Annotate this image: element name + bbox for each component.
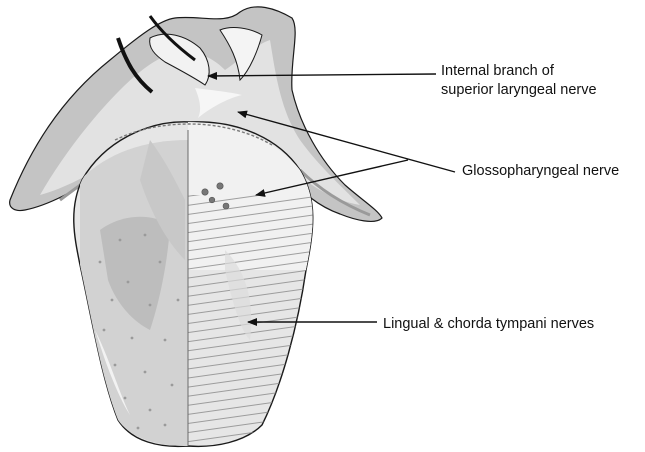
label-internal-branch-line1: Internal branch of (441, 62, 597, 81)
tongue (74, 122, 318, 452)
label-internal-branch: Internal branch of superior laryngeal ne… (441, 62, 597, 100)
label-lingual-chorda: Lingual & chorda tympani nerves (383, 315, 594, 334)
label-glossopharyngeal: Glossopharyngeal nerve (462, 162, 619, 181)
label-internal-branch-line2: superior laryngeal nerve (441, 81, 597, 100)
